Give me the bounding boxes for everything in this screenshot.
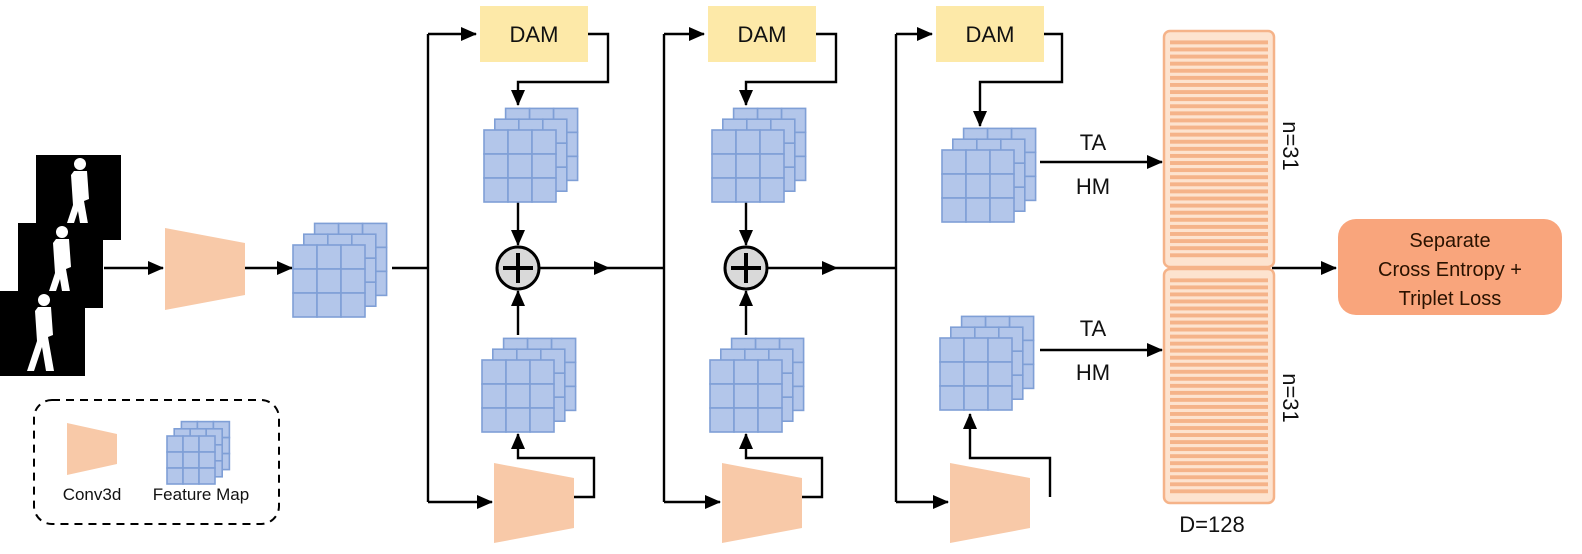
legend-feature-map-label: Feature Map <box>153 485 249 504</box>
feature-map-stage3-conv <box>939 315 1035 411</box>
connector-lines <box>104 27 1337 509</box>
loss-box: Separate Cross Entropy + Triplet Loss <box>1338 219 1562 315</box>
dam-label-3: DAM <box>966 22 1015 47</box>
feature-map-stage1-conv <box>481 337 577 433</box>
legend-conv3d-icon <box>67 423 117 475</box>
legend-feature-map <box>166 420 231 485</box>
horizontal-bin-features <box>1162 29 1276 505</box>
bin-count-top: n=31 <box>1278 121 1303 171</box>
legend: Conv3d Feature Map <box>33 399 280 525</box>
legend-conv3d-shape <box>67 423 117 475</box>
feature-map-stage3-dam <box>941 127 1037 223</box>
hm-label-top: HM <box>1076 174 1110 199</box>
dam-label-1: DAM <box>510 22 559 47</box>
feature-map-stage2-conv <box>709 337 805 433</box>
stage-conv3d-3 <box>950 463 1030 543</box>
loss-line-1: Separate <box>1409 230 1490 252</box>
stage-conv3d-1 <box>494 463 574 543</box>
feature-map-stage1-dam <box>483 107 579 203</box>
dam-block-1: DAM <box>480 6 588 62</box>
loss-line-2: Cross Entropy + <box>1378 259 1522 281</box>
hm-label-bottom: HM <box>1076 360 1110 385</box>
bin-count-bottom: n=31 <box>1278 373 1303 423</box>
bin-stack-bottom <box>1162 267 1276 505</box>
bin-stack-top <box>1162 29 1276 269</box>
ta-label-top: TA <box>1080 130 1107 155</box>
feature-map-group <box>292 107 1037 433</box>
feature-dimension-label: D=128 <box>1179 512 1244 537</box>
ta-label-bottom: TA <box>1080 316 1107 341</box>
legend-conv3d-label: Conv3d <box>63 485 122 504</box>
walking-person-silhouette <box>0 291 85 376</box>
legend-border <box>33 399 280 525</box>
circled-plus-icon <box>495 245 541 291</box>
circled-plus-icon <box>723 245 769 291</box>
stage-conv3d-group <box>494 463 1030 543</box>
feature-map-stage2-dam <box>711 107 807 203</box>
conv3d-shape <box>165 228 245 310</box>
input-conv3d-block <box>165 228 245 310</box>
dam-block-2: DAM <box>708 6 816 62</box>
legend-feature-map-icon <box>166 420 231 485</box>
feature-map-input <box>292 222 388 318</box>
input-silhouette-sequence <box>0 155 121 376</box>
dam-label-2: DAM <box>738 22 787 47</box>
dam-block-3: DAM <box>936 6 1044 62</box>
loss-line-3: Triplet Loss <box>1399 288 1502 310</box>
stage-conv3d-2 <box>722 463 802 543</box>
